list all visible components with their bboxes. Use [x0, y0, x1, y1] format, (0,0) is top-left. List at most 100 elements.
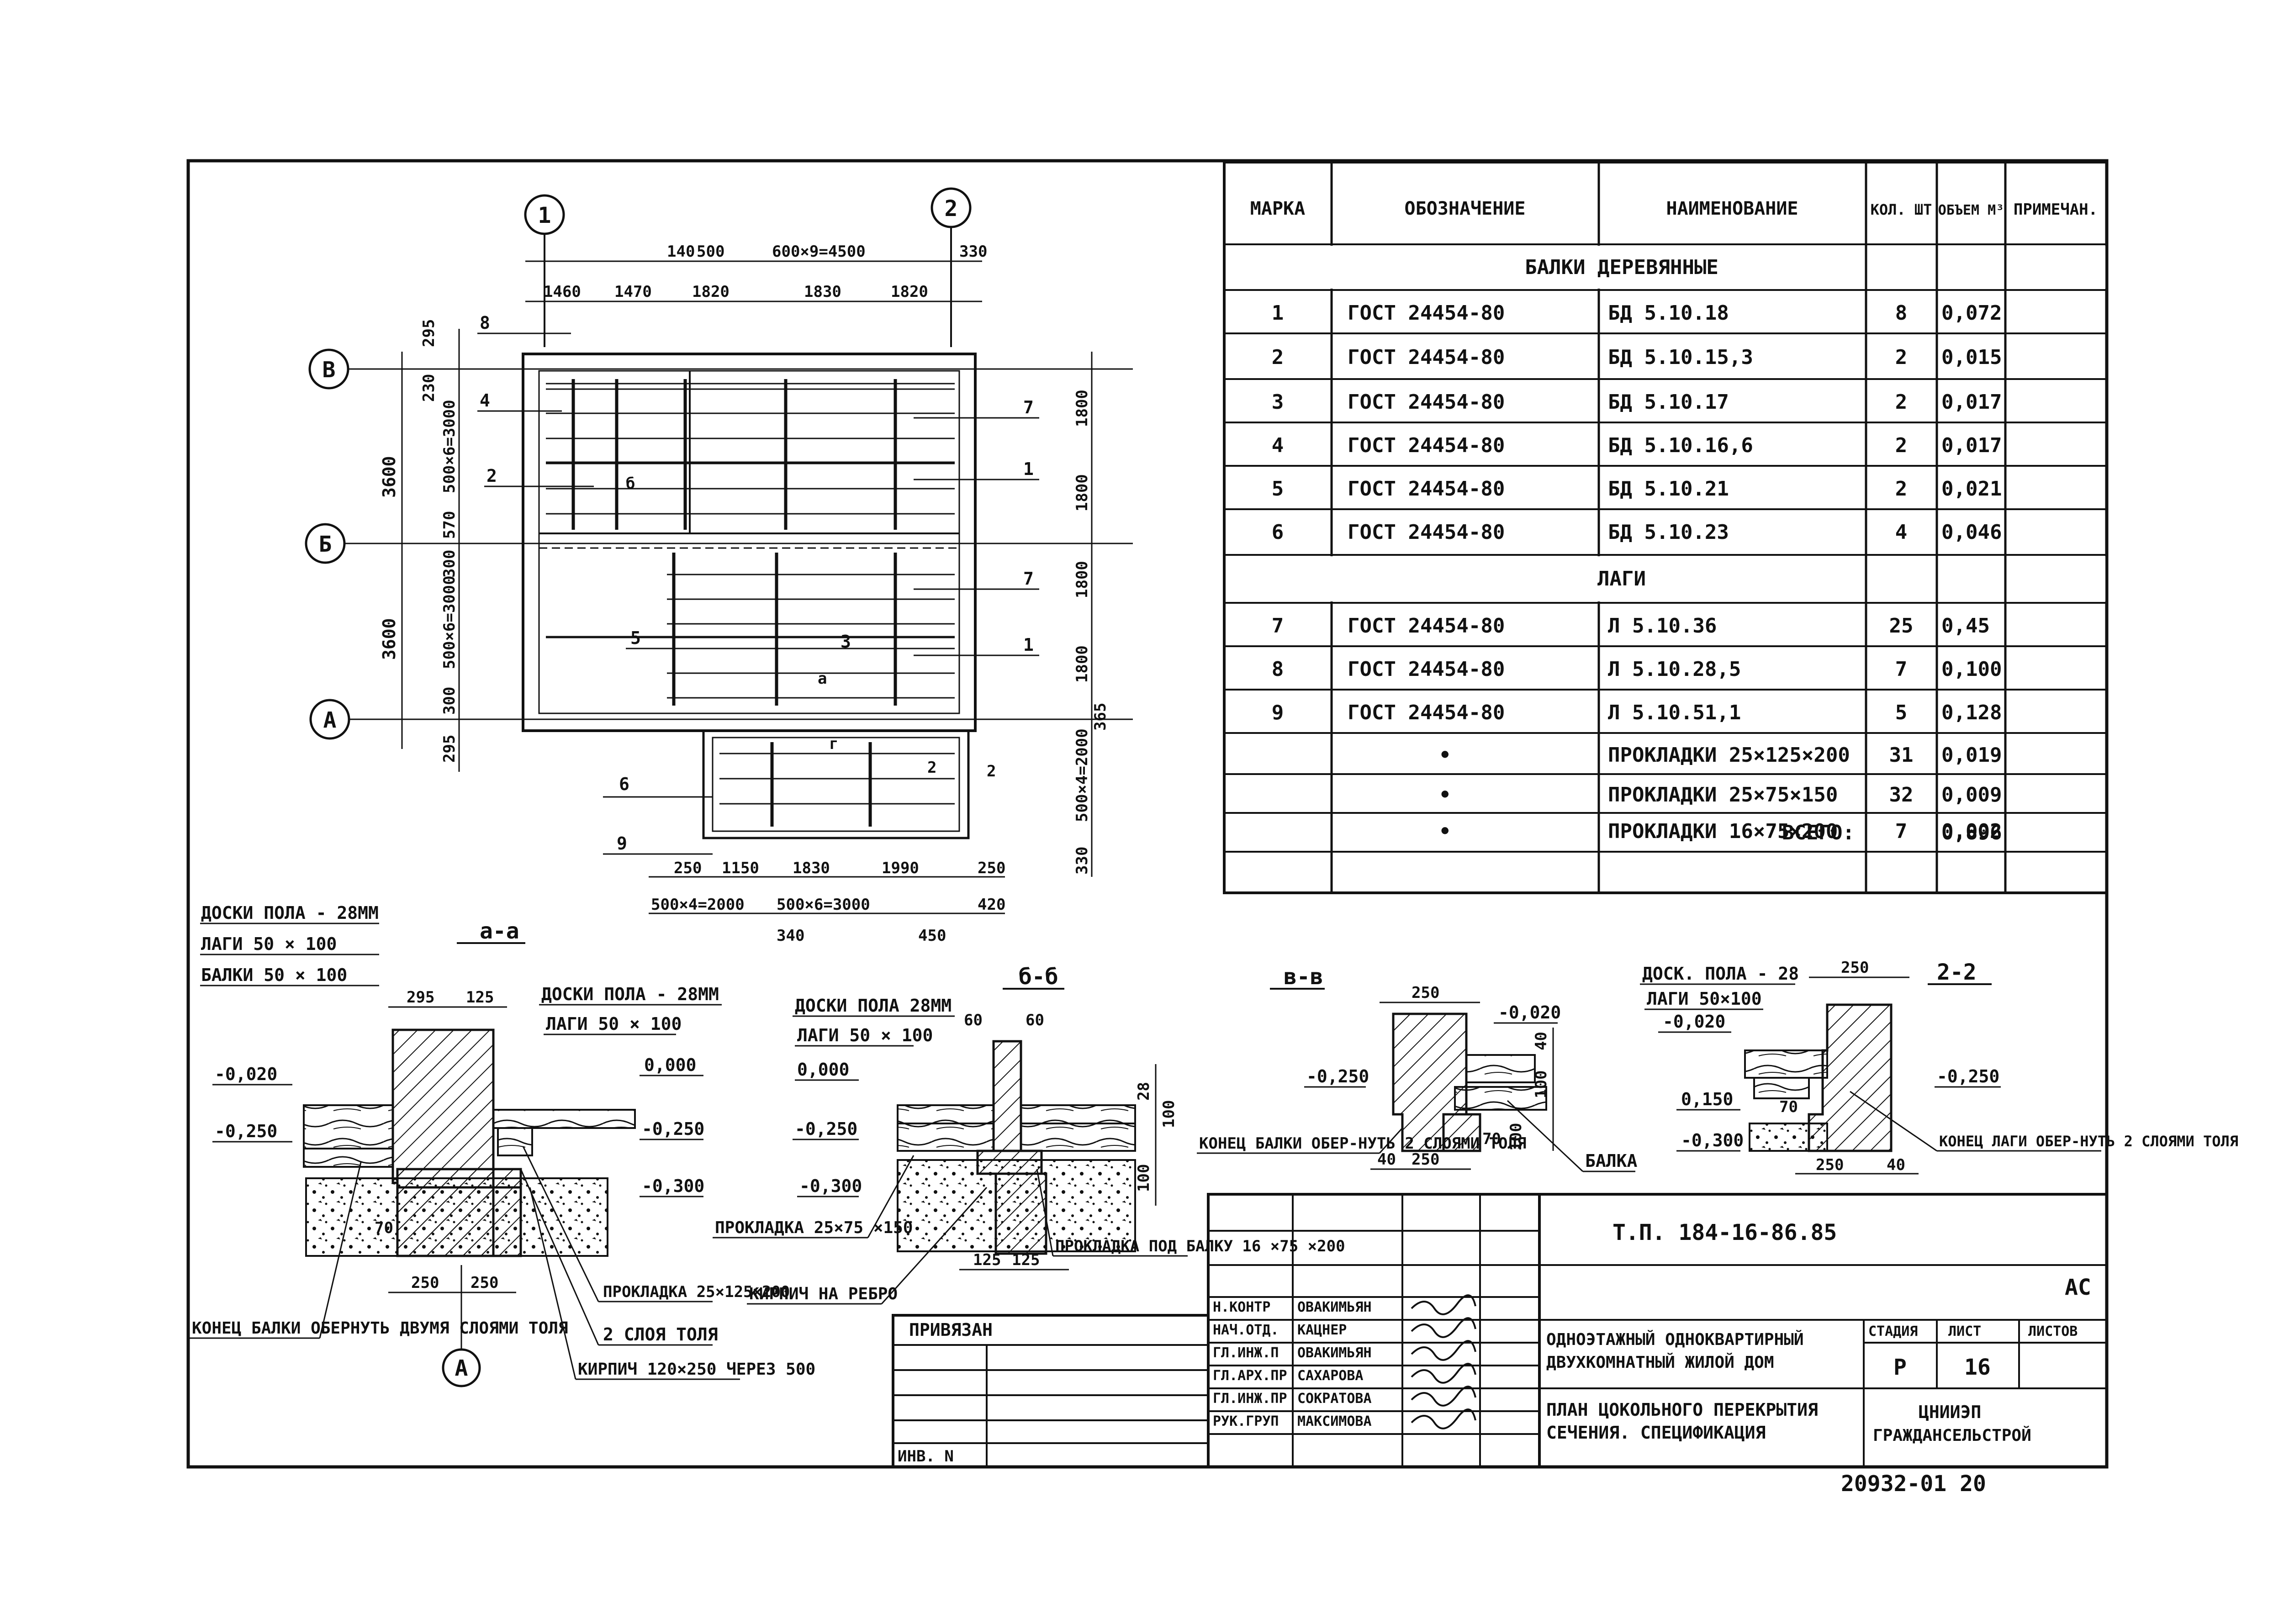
svg-text:1800: 1800	[1073, 474, 1091, 511]
spec-cell: 5	[1895, 701, 1908, 724]
svg-text:230: 230	[420, 374, 438, 402]
svg-text:г: г	[829, 735, 838, 753]
svg-text:ЛАГИ 50 × 100: ЛАГИ 50 × 100	[546, 1014, 682, 1034]
signature-mark	[1411, 1294, 1476, 1315]
spec-cell: ПРОКЛАДКИ 16×75×200	[1608, 820, 1838, 843]
archive-number: 20932-01 20	[1841, 1471, 1986, 1497]
stamp-name: ОВАКИМЬЯН	[1297, 1345, 1372, 1361]
axis-B-label: Б	[319, 532, 332, 557]
stamp-title-line2: СЕЧЕНИЯ. СПЕЦИФИКАЦИЯ	[1546, 1423, 1766, 1443]
stamp-org-line2: ГРАЖДАНСЕЛЬСТРОЙ	[1873, 1426, 2031, 1445]
axis-V-label: В	[323, 357, 336, 383]
svg-text:28: 28	[1135, 1082, 1153, 1101]
svg-text:0,000: 0,000	[644, 1055, 696, 1075]
spec-cell: ПРОКЛАДКИ 25×75×150	[1608, 783, 1838, 807]
spec-cell: 5	[1272, 477, 1284, 501]
svg-text:КОНЕЦ БАЛКИ ОБЕР-НУТЬ 2 СЛОЯМИ: КОНЕЦ БАЛКИ ОБЕР-НУТЬ 2 СЛОЯМИ ТОЛЯ	[1199, 1134, 1526, 1153]
spec-cell: •	[1439, 743, 1451, 767]
spec-cell: 7	[1272, 614, 1284, 638]
axis-B: Б	[305, 523, 1133, 564]
section-bb-title: б-б	[1019, 964, 1058, 990]
svg-text:-0,300: -0,300	[799, 1176, 862, 1196]
svg-text:250: 250	[1412, 984, 1439, 1002]
spec-cell: Л 5.10.28,5	[1608, 658, 1741, 681]
svg-text:100: 100	[1507, 1123, 1525, 1151]
spec-cell: 32	[1889, 783, 1914, 807]
spec-cell: 6	[1272, 521, 1284, 544]
section-vv-title: в-в	[1284, 964, 1323, 990]
svg-text:-0,250: -0,250	[1306, 1066, 1369, 1086]
spec-cell: 0,021	[1941, 477, 2002, 501]
spec-cell: 3	[1272, 390, 1284, 414]
spec-cell: 0,45	[1941, 614, 1990, 638]
svg-text:70: 70	[1482, 1130, 1501, 1148]
svg-text:1820: 1820	[692, 283, 730, 301]
svg-text:КОНЕЦ БАЛКИ ОБЕРНУТЬ ДВУМЯ СЛО: КОНЕЦ БАЛКИ ОБЕРНУТЬ ДВУМЯ СЛОЯМИ ТОЛЯ	[192, 1319, 568, 1338]
svg-text:9: 9	[617, 833, 627, 854]
svg-text:КИРПИЧ НА РЕБРО: КИРПИЧ НА РЕБРО	[749, 1285, 898, 1303]
spec-cell: 4	[1895, 521, 1908, 544]
svg-text:БАЛКА: БАЛКА	[1585, 1151, 1638, 1171]
spec-cell: БД 5.10.18	[1608, 301, 1729, 325]
spec-cell: 2	[1272, 346, 1284, 369]
spec-group-joists: ЛАГИ	[1597, 567, 1646, 591]
stamp-code: Т.П. 184-16-86.85	[1613, 1220, 1837, 1245]
stamp-name: СОКРАТОВА	[1297, 1391, 1372, 1407]
svg-text:250: 250	[1816, 1156, 1844, 1174]
svg-text:125: 125	[973, 1251, 1001, 1269]
svg-text:450: 450	[918, 927, 946, 945]
svg-text:а: а	[818, 670, 827, 688]
signature-mark	[1411, 1340, 1476, 1361]
spec-cell: •	[1439, 820, 1451, 843]
svg-text:-0,300: -0,300	[642, 1176, 704, 1196]
svg-text:70: 70	[1779, 1098, 1798, 1116]
plan-left-dims: 295 230 500×6=3000 570 300 500×6=3000 30…	[379, 319, 460, 772]
svg-text:250: 250	[471, 1274, 498, 1292]
stamp-sheets-label: ЛИСТОВ	[2028, 1323, 2078, 1339]
plan-right-dims: 1800 1800 1800 1800 365 500×4=2000 330	[1073, 352, 1110, 877]
stamp-name: САХАРОВА	[1297, 1368, 1364, 1384]
svg-text:5: 5	[630, 628, 641, 648]
stamp-role: Н.КОНТР	[1213, 1299, 1270, 1315]
spec-cell: 0,015	[1941, 346, 2002, 369]
svg-text:500×6=3000: 500×6=3000	[777, 896, 870, 914]
spec-cell: 0,017	[1941, 390, 2002, 414]
spec-cell: ГОСТ 24454-80	[1348, 614, 1505, 638]
plan-bottom-dims: 250 1150 1830 1990 250 500×4=2000 500×6=…	[649, 859, 1005, 945]
section-vv: в-в 250 -0,020 70 -0,250 40 100 100 40 2…	[1197, 964, 1638, 1172]
svg-text:ПРОКЛАДКА ПОД БАЛКУ 16 ×75 ×20: ПРОКЛАДКА ПОД БАЛКУ 16 ×75 ×200	[1055, 1237, 1345, 1255]
spec-cell: БД 5.10.21	[1608, 477, 1729, 501]
svg-text:ЛАГИ 50 × 100: ЛАГИ 50 × 100	[797, 1025, 933, 1045]
svg-text:-0,300: -0,300	[1681, 1130, 1744, 1150]
spec-cell: 0,002	[1941, 820, 2002, 843]
spec-cell: ГОСТ 24454-80	[1348, 658, 1505, 681]
stamp-role: ГЛ.ИНЖ.ПР	[1213, 1391, 1287, 1407]
svg-text:295: 295	[420, 319, 438, 347]
spec-cell: 2	[1895, 434, 1908, 457]
svg-text:250: 250	[1412, 1150, 1439, 1169]
svg-text:4: 4	[480, 390, 490, 411]
stamp-name: МАКСИМОВА	[1297, 1413, 1372, 1429]
svg-text:2 СЛОЯ ТОЛЯ: 2 СЛОЯ ТОЛЯ	[603, 1324, 718, 1345]
stamp-stage-label: СТАДИЯ	[1868, 1323, 1918, 1339]
svg-text:-0,250: -0,250	[795, 1119, 857, 1139]
spec-cell: ПРОКЛАДКИ 25×125×200	[1608, 743, 1850, 767]
stamp-project-line2: ДВУХКОМНАТНЫЙ ЖИЛОЙ ДОМ	[1546, 1353, 1774, 1372]
privyazan-label: ПРИВЯЗАН	[909, 1320, 993, 1340]
svg-text:2: 2	[987, 762, 996, 780]
svg-text:600×9=4500: 600×9=4500	[772, 243, 866, 261]
svg-text:420: 420	[978, 896, 1005, 914]
section-22: 2-2 ДОСК. ПОЛА - 28 ЛАГИ 50×100 250 -0,0…	[1640, 959, 2238, 1175]
stamp-name: ОВАКИМЬЯН	[1297, 1299, 1372, 1315]
spec-total-label: ВСЕГО:	[1782, 821, 1855, 844]
svg-text:1830: 1830	[804, 283, 841, 301]
spec-cell: 1	[1272, 301, 1284, 325]
stamp-stage: Р	[1893, 1355, 1907, 1380]
svg-text:ЛАГИ 50 × 100: ЛАГИ 50 × 100	[201, 934, 337, 954]
svg-text:1460: 1460	[544, 283, 581, 301]
spec-cell: 0,017	[1941, 434, 2002, 457]
svg-text:365: 365	[1091, 703, 1110, 731]
signature-mark	[1411, 1386, 1476, 1407]
